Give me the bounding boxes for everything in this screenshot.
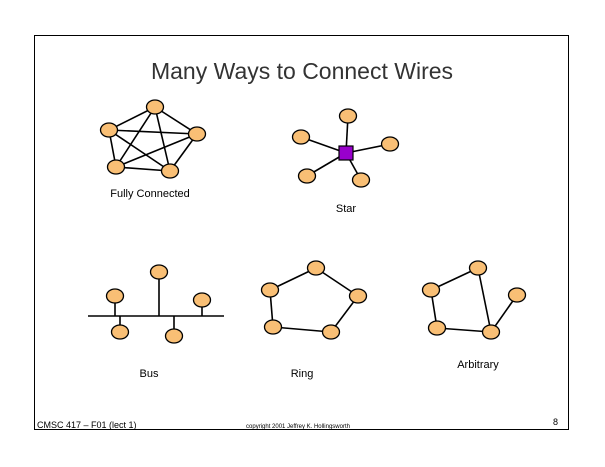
fully-connected-link xyxy=(154,106,171,172)
fully-connected-label: Fully Connected xyxy=(110,188,190,200)
ring-node xyxy=(348,288,368,304)
star-node xyxy=(338,108,358,124)
star-node xyxy=(297,168,317,184)
bus-node xyxy=(192,292,212,308)
ring-node xyxy=(263,319,283,335)
bus-node xyxy=(149,264,169,280)
bus-node xyxy=(110,324,130,340)
slide-frame xyxy=(34,35,569,430)
arbitrary-diagram xyxy=(421,260,527,340)
star-node xyxy=(380,136,400,152)
fully-connected-link xyxy=(108,129,198,135)
arbitrary-node xyxy=(481,324,501,340)
fully-connected-node xyxy=(106,159,126,175)
fully-connected-node xyxy=(160,163,180,179)
arbitrary-link xyxy=(477,267,492,333)
footer-copyright: copyright 2001 Jeffrey K. Hollingsworth xyxy=(246,424,350,430)
bus-diagram xyxy=(88,264,224,344)
star-diagram xyxy=(291,108,400,188)
arbitrary-node xyxy=(421,282,441,298)
star-node xyxy=(351,172,371,188)
fully-connected-link xyxy=(115,133,198,168)
slide-title: Many Ways to Connect Wires xyxy=(151,58,453,84)
fully-connected-node xyxy=(99,122,119,138)
fully-connected-link xyxy=(108,129,171,172)
fully-connected-node xyxy=(145,99,165,115)
ring-node xyxy=(260,282,280,298)
bus-label: Bus xyxy=(140,368,159,380)
ring-label: Ring xyxy=(291,368,314,380)
fully-connected-node xyxy=(187,126,207,142)
ring-diagram xyxy=(260,260,368,340)
bus-node xyxy=(164,328,184,344)
bus-node xyxy=(105,288,125,304)
page-number: 8 xyxy=(553,417,558,427)
ring-node xyxy=(321,324,341,340)
star-label: Star xyxy=(336,203,357,215)
ring-node xyxy=(306,260,326,276)
fully-connected-diagram xyxy=(99,99,207,179)
star-hub xyxy=(338,145,354,161)
arbitrary-node xyxy=(468,260,488,276)
footer-course: CMSC 417 – F01 (lect 1) xyxy=(37,420,137,430)
arbitrary-node xyxy=(507,287,527,303)
star-node xyxy=(291,129,311,145)
arbitrary-node xyxy=(427,320,447,336)
ring-link xyxy=(272,326,332,333)
arbitrary-label: Arbitrary xyxy=(457,359,499,371)
fully-connected-link xyxy=(115,106,156,168)
